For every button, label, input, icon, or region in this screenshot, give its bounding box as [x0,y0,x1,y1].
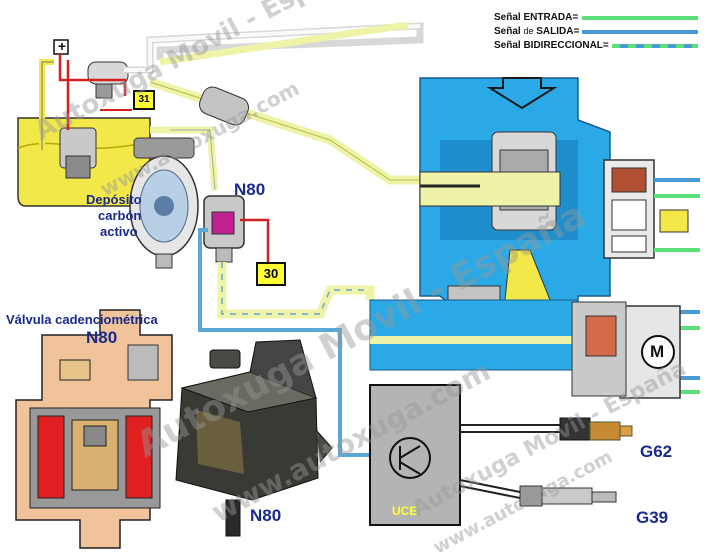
ecu-box [369,384,461,526]
legend-bidireccional-label: Señal BIDIRECCIONAL= [494,40,609,51]
n80-solenoid-valve [175,339,333,537]
n80-top-label: N80 [234,180,266,199]
throttle-body [369,77,611,371]
legend-bidireccional-line [612,44,698,48]
red-wire [58,54,127,96]
uce-label: UCE [392,504,418,518]
g62-temp-sensor [559,417,633,441]
carbon-label: carbón [98,208,142,223]
n80-cutaway [15,309,173,549]
legend-salida-pre: Señal [494,26,524,37]
n80-valve-top [203,195,245,263]
inline-filter [199,86,249,126]
motor-label: M [650,342,665,361]
g39-label: G39 [636,508,669,527]
valvula-title: Válvula cadenciométrica [6,312,158,327]
g62-label: G62 [640,442,673,461]
terminal-31-box: 31 [133,90,155,110]
fuel-filter [87,61,129,99]
legend-salida-de: de [523,26,534,36]
n80-section-label: N80 [86,328,118,347]
carbon-canister [129,137,199,269]
throttle-control-unit [603,159,689,259]
plus-symbol: + [57,38,67,54]
legend-entrada-label: Señal ENTRADA= [494,12,579,23]
n80-solenoid-label: N80 [250,506,282,525]
legend-entrada-line [582,16,698,20]
legend-salida-line [582,30,698,34]
legend-salida-post: SALIDA= [533,26,580,37]
motor [571,301,681,399]
g39-lambda-sensor [519,485,617,507]
signal-hose [198,228,370,457]
deposito-label: Depósito [86,192,142,207]
legend-salida-label: Señal de SALIDA= [494,26,579,37]
terminal-30-box: 30 [256,262,286,286]
activo-label: activo [100,224,138,239]
